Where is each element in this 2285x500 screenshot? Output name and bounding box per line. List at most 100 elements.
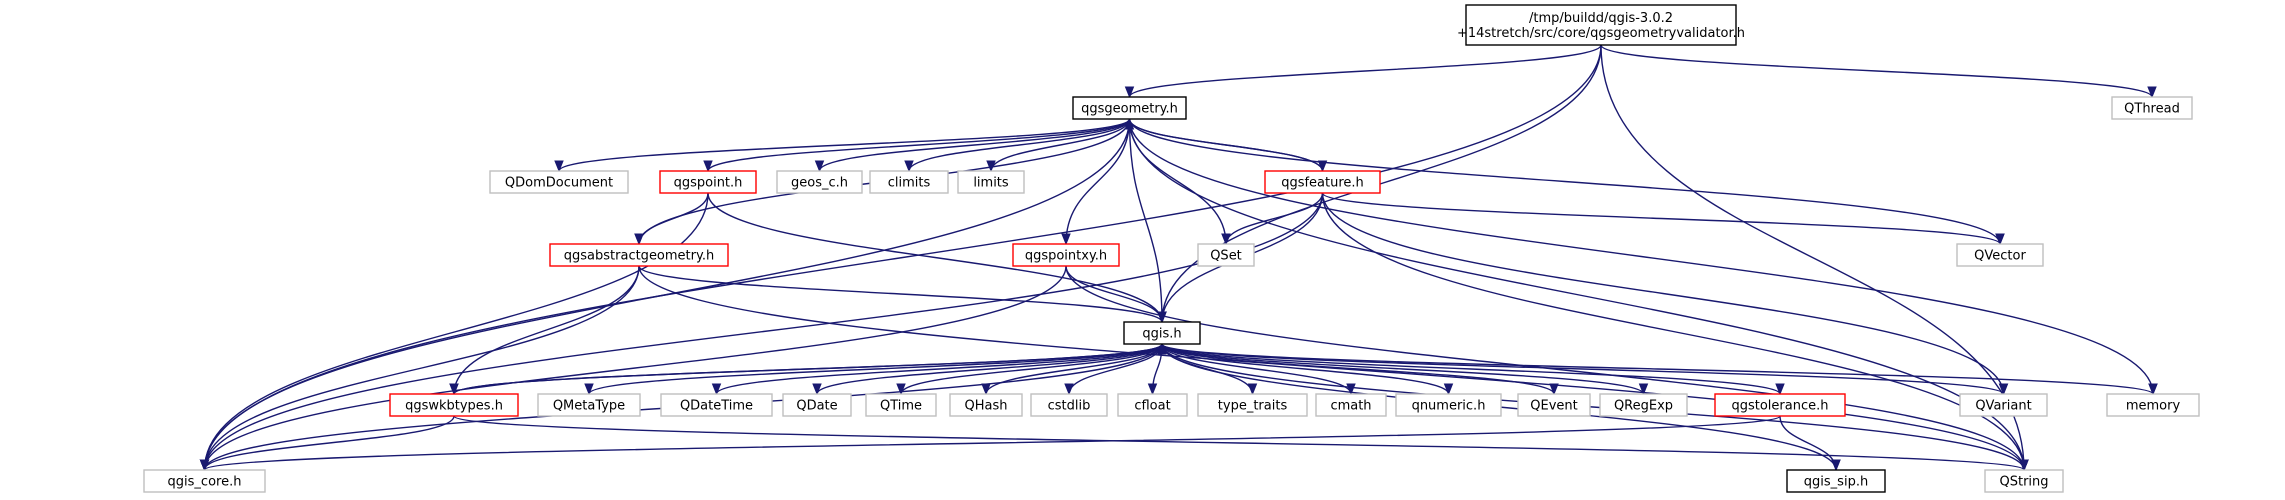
node-box-qgis-sip xyxy=(1786,469,1886,493)
edge-qgsfeature-to-qvector xyxy=(1321,192,2001,245)
arrowhead-qgsfeature-to-qvector xyxy=(1995,233,2005,246)
edge-qgis-to-qevent xyxy=(1161,343,1555,395)
edge-qgsabstractgeometry-to-qgswkbtypes xyxy=(453,265,640,395)
edge-qgsfeature-to-qset xyxy=(1225,192,1324,245)
node-label-qgis-sip: qgis_sip.h xyxy=(1804,475,1868,490)
node-label-memory: memory xyxy=(2126,399,2181,414)
edge-qgspointxy-to-qgis_core xyxy=(203,265,1067,471)
arrowhead-qgis-to-cstdlib xyxy=(1064,383,1074,396)
node-qgsfeature[interactable]: qgsfeature.h xyxy=(1264,170,1381,194)
dependency-edges xyxy=(199,44,2158,472)
node-qhash: QHash xyxy=(949,393,1023,417)
node-label-qgsfeature: qgsfeature.h xyxy=(1281,176,1364,191)
node-label-qvector: QVector xyxy=(1974,249,2026,264)
arrowhead-qgis-to-qmetatype xyxy=(584,383,594,396)
arrowhead-qgis-to-memory xyxy=(2148,383,2158,396)
node-label-qgspointxy: qgspointxy.h xyxy=(1025,249,1107,264)
arrowhead-qgis-to-qdate xyxy=(812,383,822,396)
edge-qgsgeometry-to-qgis xyxy=(1128,118,1163,323)
node-qgis-core: qgis_core.h xyxy=(143,469,266,493)
node-box-cfloat xyxy=(1117,393,1188,417)
node-qmetatype: QMetaType xyxy=(537,393,641,417)
node-box-cstdlib xyxy=(1030,393,1108,417)
edge-qgspoint-to-qgsabstractgeometry xyxy=(638,192,709,245)
node-climits: climits xyxy=(869,170,949,194)
edge-qgis-to-qstring xyxy=(1161,343,2025,471)
node-label-qgswkbtypes: qgswkbtypes.h xyxy=(405,399,503,414)
arrowhead-qgis-to-qvariant xyxy=(1998,383,2009,396)
arrowhead-root-to-qgsgeometry xyxy=(1124,86,1135,99)
edge-root-to-qthread xyxy=(1600,44,2153,98)
node-box-qgswkbtypes xyxy=(389,393,519,417)
node-qgsgeometry[interactable]: qgsgeometry.h xyxy=(1072,96,1187,120)
edge-qgis-to-qgstolerance xyxy=(1161,343,1781,395)
node-root[interactable]: /tmp/buildd/qgis-3.0.2+14stretch/src/cor… xyxy=(1457,4,1745,46)
edge-qgis-to-qmetatype xyxy=(588,343,1163,395)
node-label-root: +14stretch/src/core/qgsgeometryvalidator… xyxy=(1457,26,1745,41)
node-cstdlib: cstdlib xyxy=(1030,393,1108,417)
node-box-qgsfeature xyxy=(1264,170,1381,194)
node-qgstolerance[interactable]: qgstolerance.h xyxy=(1714,393,1846,417)
node-label-qvariant: QVariant xyxy=(1975,399,2031,414)
node-box-qgsgeometry xyxy=(1072,96,1187,120)
node-qgswkbtypes[interactable]: qgswkbtypes.h xyxy=(389,393,519,417)
edge-qgsabstractgeometry-to-qstring xyxy=(638,265,2025,471)
node-label-geos-c: geos_c.h xyxy=(791,176,848,191)
edge-root-to-qgis xyxy=(1161,44,1602,323)
node-box-cmath xyxy=(1315,393,1387,417)
edge-qgspoint-to-qgis_core xyxy=(203,192,709,471)
node-label-qgsabstractgeometry: qgsabstractgeometry.h xyxy=(564,249,714,264)
node-qtime: QTime xyxy=(865,393,937,417)
node-qgsabstractgeometry[interactable]: qgsabstractgeometry.h xyxy=(549,243,729,267)
node-label-qdate: QDate xyxy=(796,399,837,414)
node-qgis-sip[interactable]: qgis_sip.h xyxy=(1786,469,1886,493)
edge-qgsgeometry-to-qvector xyxy=(1128,118,2001,245)
node-box-qgsabstractgeometry xyxy=(549,243,729,267)
node-label-qthread: QThread xyxy=(2124,102,2180,117)
arrowhead-qgis-to-qgstolerance xyxy=(1775,383,1785,396)
node-box-qmetatype xyxy=(537,393,641,417)
arrowhead-qgstolerance-to-qgis_sip xyxy=(1831,459,1841,472)
node-qdomdocument: QDomDocument xyxy=(489,170,629,194)
node-box-qgstolerance xyxy=(1714,393,1846,417)
arrowhead-root-to-qthread xyxy=(2147,86,2157,99)
arrowhead-qgis-to-qtime xyxy=(896,383,906,396)
header-nodes: /tmp/buildd/qgis-3.0.2+14stretch/src/cor… xyxy=(143,4,2200,493)
node-qgspointxy[interactable]: qgspointxy.h xyxy=(1012,243,1120,267)
edge-qgis-to-qtime xyxy=(900,343,1163,395)
node-label-qgspoint: qgspoint.h xyxy=(674,176,743,191)
edge-qgsfeature-to-qgsgeometry xyxy=(1128,118,1324,172)
arrowhead-qgsfeature-to-qgsgeometry xyxy=(1124,117,1135,130)
node-box-qnumeric xyxy=(1395,393,1502,417)
edge-root-to-qgsgeometry xyxy=(1128,44,1602,98)
node-box-root xyxy=(1465,4,1737,46)
edge-qgis-to-cstdlib xyxy=(1068,343,1163,395)
node-box-climits xyxy=(869,170,949,194)
node-label-climits: climits xyxy=(888,176,931,191)
node-box-qtime xyxy=(865,393,937,417)
node-box-qgis xyxy=(1123,321,1201,345)
arrowhead-qgsgeometry-to-qgspointxy xyxy=(1061,233,1071,246)
node-label-qset: QSet xyxy=(1210,249,1242,264)
edge-qgis-to-cmath xyxy=(1161,343,1352,395)
node-box-qdomdocument xyxy=(489,170,629,194)
edge-qgswkbtypes-to-qgis_core xyxy=(203,415,455,471)
node-label-qstring: QString xyxy=(1999,475,2048,490)
arrowhead-qgsgeometry-to-qgspoint xyxy=(703,160,713,173)
node-qgis[interactable]: qgis.h xyxy=(1123,321,1201,345)
edge-qgsgeometry-to-qgspoint xyxy=(707,118,1131,172)
node-label-qevent: QEvent xyxy=(1530,399,1577,414)
arrowhead-qgsgeometry-to-climits xyxy=(904,160,914,173)
node-qset: QSet xyxy=(1197,243,1255,267)
node-label-cstdlib: cstdlib xyxy=(1048,399,1091,414)
node-qgspoint[interactable]: qgspoint.h xyxy=(659,170,757,194)
edge-qgstolerance-to-qgis_core xyxy=(203,415,1781,471)
node-box-qgis-core xyxy=(143,469,266,493)
arrowhead-qgsgeometry-to-geos_c xyxy=(814,160,825,173)
node-qregexp: QRegExp xyxy=(1599,393,1688,417)
edge-qgis-to-qvariant xyxy=(1161,343,2005,395)
arrowhead-qgis-to-qregexp xyxy=(1638,383,1649,396)
node-box-qhash xyxy=(949,393,1023,417)
node-box-qvariant xyxy=(1959,393,2048,417)
